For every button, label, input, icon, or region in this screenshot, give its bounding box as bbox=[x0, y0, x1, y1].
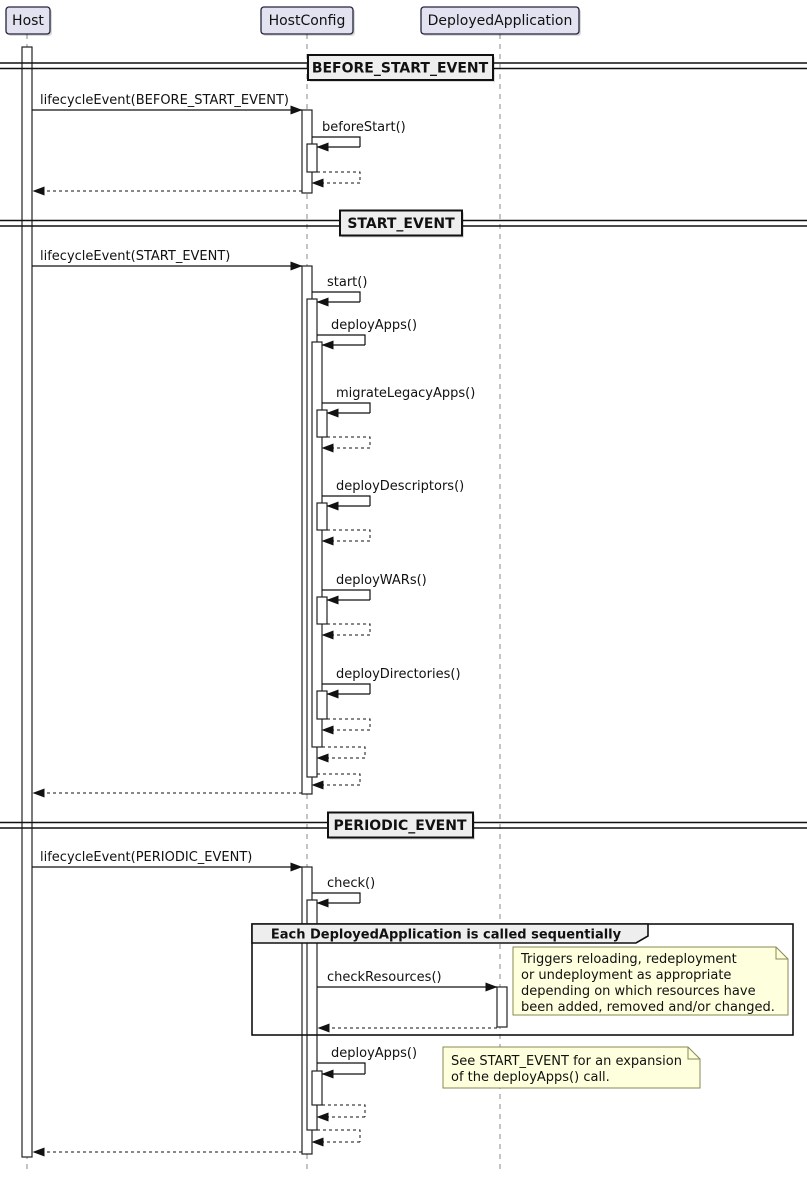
activation-deployapps-periodic bbox=[311, 1070, 323, 1106]
message-label: deployApps() bbox=[331, 1046, 417, 1061]
message-check: check() bbox=[312, 876, 375, 908]
message-lifecycle-start: lifecycleEvent(START_EVENT) bbox=[32, 249, 303, 271]
message-label: beforeStart() bbox=[322, 120, 406, 135]
self-call bbox=[317, 334, 366, 345]
return-close-check bbox=[311, 1129, 361, 1147]
self-call bbox=[322, 495, 371, 506]
return-close-start bbox=[311, 773, 361, 790]
self-call bbox=[312, 892, 361, 903]
note-body bbox=[512, 946, 789, 1016]
self-call bbox=[312, 291, 361, 302]
participant-host-box bbox=[5, 6, 51, 35]
activation-deployedapplication-check bbox=[496, 986, 508, 1028]
participant-host-label: Host bbox=[12, 13, 44, 29]
participant-deployedapplication-box bbox=[420, 6, 580, 35]
activation-deploywars bbox=[316, 596, 328, 625]
message-label: deployApps() bbox=[331, 318, 417, 333]
note-body bbox=[442, 1046, 701, 1089]
divider-label: START_EVENT bbox=[347, 216, 455, 232]
message-label: start() bbox=[327, 275, 367, 290]
message-label: check() bbox=[327, 876, 375, 891]
divider-periodic-event: PERIODIC_EVENT bbox=[0, 811, 807, 840]
message-label: lifecycleEvent(BEFORE_START_EVENT) bbox=[40, 93, 289, 108]
message-label: deployDirectories() bbox=[336, 667, 461, 682]
activation-check bbox=[306, 899, 318, 1131]
note-line: of the deployApps() call. bbox=[451, 1070, 610, 1085]
group-label: Each DeployedApplication is called seque… bbox=[271, 928, 622, 943]
self-return bbox=[327, 718, 371, 730]
activation-deployapps bbox=[311, 341, 323, 748]
group-label-pentagon bbox=[251, 923, 649, 944]
self-return bbox=[317, 1129, 361, 1142]
message-deploy-descriptors: deployDescriptors() bbox=[321, 479, 464, 546]
self-return bbox=[322, 746, 366, 758]
self-call bbox=[322, 683, 371, 694]
self-return bbox=[317, 773, 361, 785]
activation-deploydirectories bbox=[316, 690, 328, 720]
self-return bbox=[327, 529, 371, 541]
message-deploy-apps: deployApps() bbox=[317, 318, 417, 350]
participants: Host HostConfig DeployedApplication bbox=[5, 6, 581, 36]
message-label: lifecycleEvent(START_EVENT) bbox=[40, 249, 230, 264]
divider-label: PERIODIC_EVENT bbox=[333, 818, 466, 834]
divider-start-event: START_EVENT bbox=[0, 209, 807, 238]
message-label: lifecycleEvent(PERIODIC_EVENT) bbox=[40, 850, 252, 865]
activation-host bbox=[21, 46, 33, 1158]
message-lifecycle-periodic: lifecycleEvent(PERIODIC_EVENT) bbox=[32, 850, 303, 872]
self-return bbox=[317, 171, 361, 183]
lifelines bbox=[26, 34, 501, 1170]
message-before-start: beforeStart() bbox=[311, 120, 406, 188]
self-call bbox=[322, 402, 371, 413]
message-lifecycle-before-start: lifecycleEvent(BEFORE_START_EVENT) bbox=[32, 93, 303, 115]
message-label: deployDescriptors() bbox=[336, 479, 464, 494]
self-call bbox=[317, 1062, 366, 1074]
self-return bbox=[327, 436, 371, 448]
divider-box bbox=[327, 811, 474, 839]
note-line: See START_EVENT for an expansion bbox=[451, 1054, 682, 1069]
note-line: or undeployment as appropriate bbox=[521, 968, 731, 983]
self-call bbox=[322, 589, 371, 600]
divider-box bbox=[339, 209, 463, 237]
note-check-resources: Triggers reloading, redeployment or unde… bbox=[512, 946, 789, 1016]
message-deploy-directories: deployDirectories() bbox=[321, 667, 461, 735]
participant-hostconfig-label: HostConfig bbox=[269, 13, 346, 29]
activation-bars bbox=[21, 46, 508, 1158]
message-label: deployWARs() bbox=[336, 573, 427, 588]
divider-label: BEFORE_START_EVENT bbox=[312, 61, 489, 77]
message-label: migrateLegacyApps() bbox=[336, 386, 475, 401]
note-fold bbox=[687, 1047, 700, 1060]
note-line: been added, removed and/or changed. bbox=[521, 1000, 775, 1015]
self-call bbox=[312, 136, 361, 147]
message-deploy-apps-periodic: deployApps() bbox=[316, 1046, 417, 1122]
divider-before-start-event: BEFORE_START_EVENT bbox=[0, 54, 807, 82]
activation-deploydescriptors bbox=[316, 502, 328, 531]
message-migrate-legacy-apps: migrateLegacyApps() bbox=[321, 386, 475, 453]
note-deploy-apps: See START_EVENT for an expansion of the … bbox=[442, 1046, 701, 1089]
activation-beforestart bbox=[306, 143, 318, 173]
participant-hostconfig-box bbox=[260, 6, 354, 35]
note-fold bbox=[775, 947, 788, 960]
note-line: Triggers reloading, redeployment bbox=[520, 952, 737, 967]
message-start: start() bbox=[312, 275, 367, 307]
return-close-deploy-apps bbox=[316, 746, 366, 763]
participant-deployedapplication-label: DeployedApplication bbox=[428, 13, 573, 29]
message-label: checkResources() bbox=[327, 970, 442, 985]
note-line: depending on which resources have bbox=[521, 984, 756, 999]
self-return bbox=[327, 623, 371, 635]
activation-migratelegacyapps bbox=[316, 409, 328, 438]
self-return bbox=[322, 1104, 366, 1117]
message-check-resources: checkResources() bbox=[317, 970, 498, 1033]
group-frame: Each DeployedApplication is called seque… bbox=[251, 923, 794, 1036]
divider-box bbox=[307, 54, 494, 81]
message-deploy-wars: deployWARs() bbox=[321, 573, 427, 640]
